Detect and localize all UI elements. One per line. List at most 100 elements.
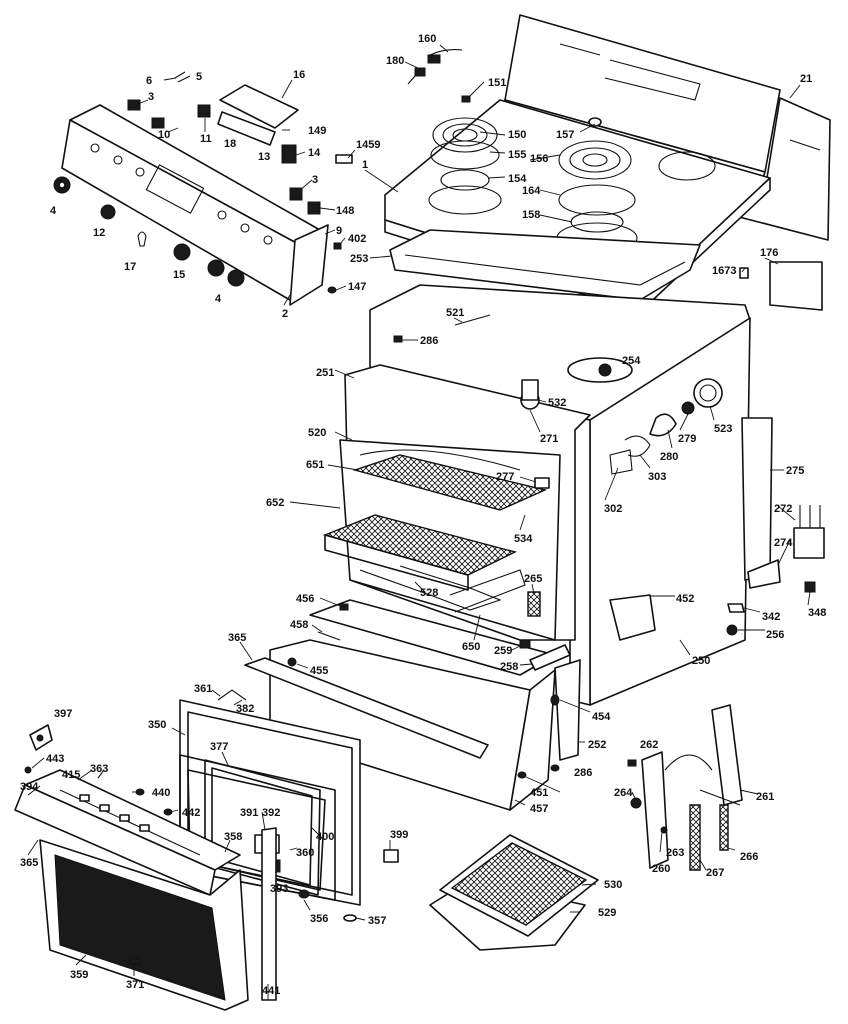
clip-361 [217, 689, 247, 701]
part-label: 441 [262, 985, 280, 997]
part-label: 520 [308, 427, 326, 439]
part-label: 451 [530, 787, 548, 799]
part-label: 350 [148, 719, 166, 731]
part-label: 271 [540, 433, 558, 445]
part-label: 264 [614, 787, 633, 799]
part-label: 3 [312, 174, 318, 186]
glide-258 [529, 644, 571, 671]
part-label: 286 [574, 767, 592, 779]
part-label: 176 [760, 247, 778, 259]
lamp-cover-523 [693, 378, 723, 408]
vent-254-knob [598, 363, 612, 377]
part-label: 147 [348, 281, 366, 293]
part-label: 523 [714, 423, 732, 435]
part-label: 529 [598, 907, 616, 919]
outer-oven-door [14, 769, 249, 1011]
rail-252 [554, 659, 581, 761]
part-label: 382 [236, 703, 254, 715]
bracket-302 [609, 449, 633, 475]
part-label: 180 [386, 55, 404, 67]
switch-148 [307, 201, 321, 215]
part-label: 13 [258, 151, 270, 163]
part-label: 263 [666, 847, 684, 859]
part-label: 652 [266, 497, 284, 509]
part-label: 415 [62, 769, 80, 781]
part-label: 302 [604, 503, 622, 515]
part-label: 6 [146, 75, 152, 87]
broiler-pan [429, 834, 599, 951]
part-label: 154 [508, 173, 527, 185]
part-label: 371 [126, 979, 144, 991]
part-label: 443 [46, 753, 64, 765]
part-label: 286 [420, 335, 438, 347]
part-label: 2 [282, 308, 288, 320]
part-label: 363 [90, 763, 108, 775]
leveler-256 [726, 624, 738, 636]
wire-651 [359, 449, 521, 471]
part-label: 258 [500, 661, 518, 673]
part-label: 365 [20, 857, 38, 869]
clip-262 [627, 759, 637, 767]
bracket-277 [534, 477, 550, 489]
clip-286a [393, 335, 403, 343]
part-label: 148 [336, 205, 354, 217]
part-label: 455 [310, 665, 328, 677]
screw-348 [804, 581, 816, 593]
part-label: 253 [350, 253, 368, 265]
door-latch-397 [29, 724, 53, 751]
part-label: 377 [210, 741, 228, 753]
end-cap-9 [289, 224, 329, 306]
oven-door-handle [244, 657, 489, 759]
part-label: 251 [316, 367, 334, 379]
rail-275 [741, 417, 773, 581]
part-label: 4 [215, 293, 222, 305]
bulb-280 [649, 413, 677, 437]
part-label: 17 [124, 261, 136, 273]
knob-4a-center [58, 181, 66, 189]
clip-259 [519, 639, 531, 649]
clip-151 [461, 95, 471, 103]
part-label: 456 [296, 593, 314, 605]
part-number-labels: 160 180 151 21 16 6 5 3 10 11 18 13 149 … [20, 33, 826, 997]
bracket-274 [747, 559, 781, 589]
part-label: 155 [508, 149, 526, 161]
bracket-176 [769, 261, 823, 311]
part-label: 454 [592, 711, 611, 723]
part-label: 280 [660, 451, 678, 463]
screw-264 [630, 797, 642, 809]
clip-342 [727, 603, 745, 613]
knob-4c [227, 269, 245, 287]
control-panel [61, 104, 321, 301]
drip-tray [389, 229, 701, 301]
glass-frame-377 [204, 759, 321, 896]
part-label: 359 [70, 969, 88, 981]
part-label: 393 [270, 883, 288, 895]
bumper-399 [383, 849, 399, 863]
part-label: 260 [652, 863, 670, 875]
part-label: 11 [200, 133, 212, 145]
screw-451 [517, 771, 527, 779]
lamp-cover-inner [699, 384, 717, 402]
part-label: 158 [522, 209, 540, 221]
part-label: 262 [640, 739, 658, 751]
part-label: 530 [604, 879, 622, 891]
switch-3b [289, 187, 303, 201]
lamp-1459 [335, 154, 353, 164]
screw-443 [24, 766, 32, 774]
part-label: 256 [766, 629, 784, 641]
part-label: 365 [228, 632, 246, 644]
switch-plate-16 [219, 84, 299, 129]
bake-element-528 [359, 565, 502, 611]
knob-12 [100, 204, 116, 220]
part-label: 12 [93, 227, 105, 239]
part-label: 254 [622, 355, 641, 367]
clip-1673 [739, 267, 749, 279]
part-label: 266 [740, 851, 758, 863]
part-label: 534 [514, 533, 533, 545]
part-label: 342 [762, 611, 780, 623]
gasket-303 [624, 435, 651, 457]
screw-454 [550, 694, 560, 706]
knob-15 [173, 243, 191, 261]
part-label: 358 [224, 831, 242, 843]
terminal-block-272 [793, 505, 825, 559]
